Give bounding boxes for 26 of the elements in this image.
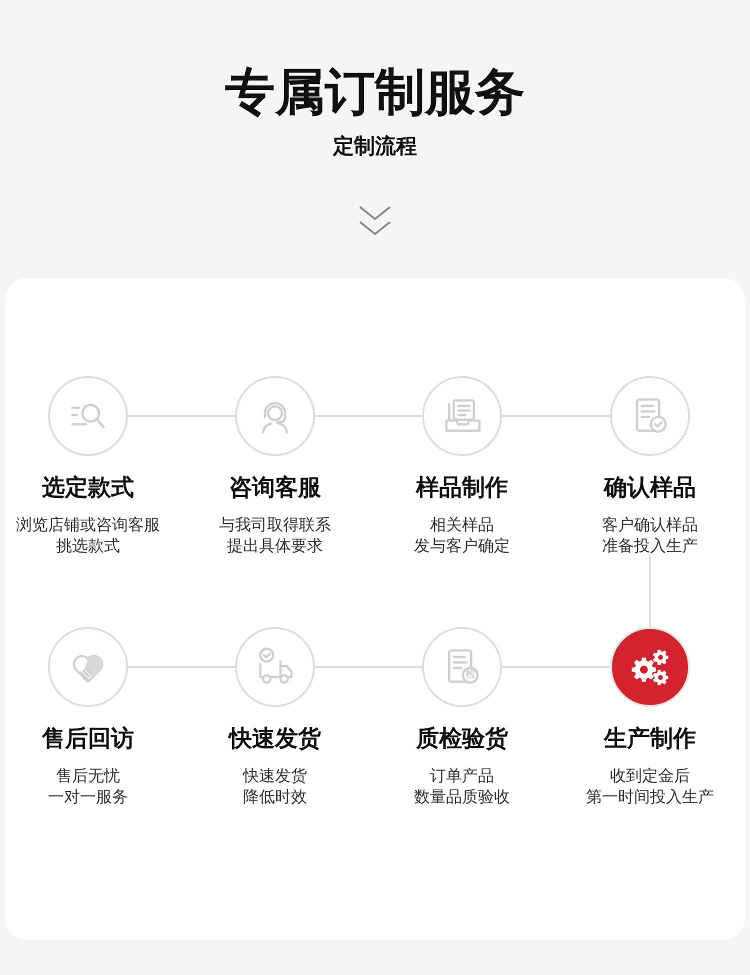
stamp-text: 检 [464,669,476,682]
connector-line [502,666,610,668]
step-description: 客户确认样品准备投入生产 [602,514,698,556]
connector-line [502,415,610,417]
connector-line [315,666,422,668]
connector-line [128,415,235,417]
step-title: 质检验货 [416,725,508,753]
step-description: 收到定金后第一时间投入生产 [586,765,714,807]
step-title: 生产制作 [604,725,696,753]
step-description: 售后无忧一对一服务 [48,765,128,807]
step-title: 样品制作 [416,474,508,502]
connector-line [128,666,235,668]
connector-line [649,557,651,627]
step-title: 快速发货 [229,725,321,753]
connector-line [315,415,422,417]
step-description: 快速发货降低时效 [243,765,307,807]
step-description: 相关样品发与客户确定 [414,514,510,556]
subtitle: 定制流程 [333,133,417,160]
step-title: 选定款式 [42,474,134,502]
step-description: 浏览店铺或咨询客服挑选款式 [16,514,160,556]
step-title: 确认样品 [604,474,696,502]
step-title: 售后回访 [42,725,134,753]
title: 专属订制服务 [225,62,525,123]
step-description: 订单产品数量品质验收 [414,765,510,807]
step-description: 与我司取得联系提出具体要求 [219,514,331,556]
step-title: 咨询客服 [229,474,321,502]
